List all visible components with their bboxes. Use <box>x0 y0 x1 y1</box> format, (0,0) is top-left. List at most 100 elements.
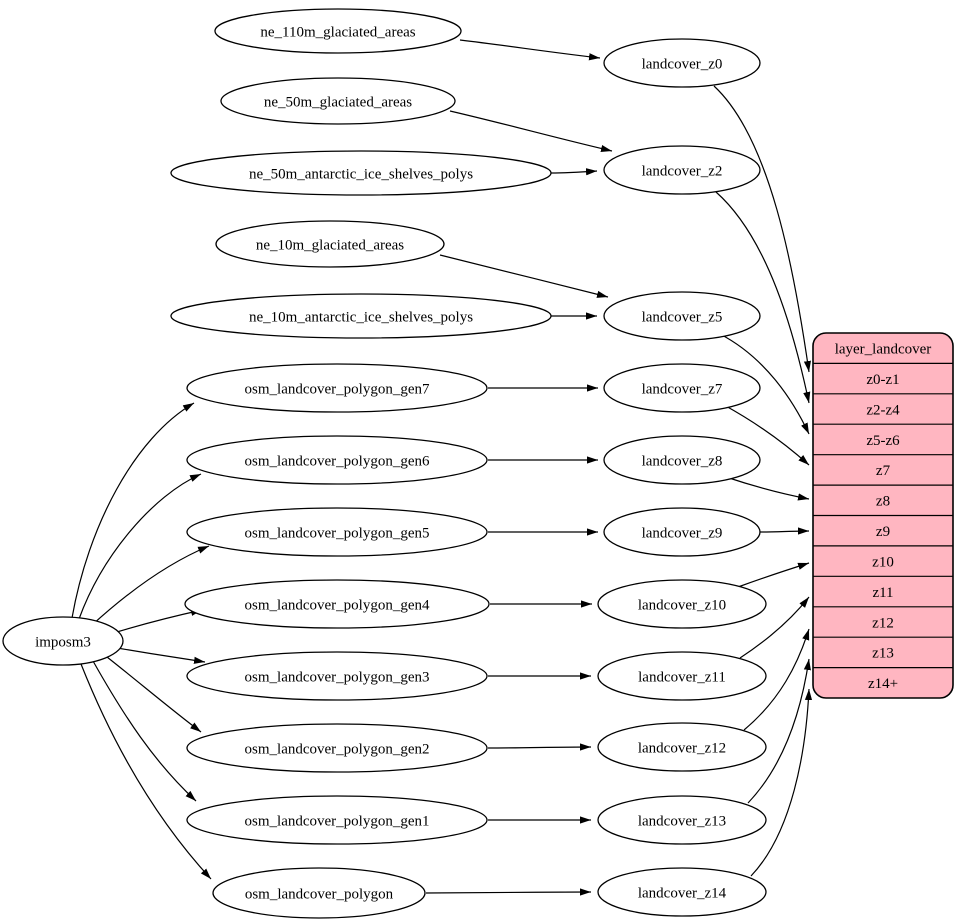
node-imposm3-shape <box>2 616 124 666</box>
edge-landcover_z12-layer_landcover-z12 <box>743 628 810 731</box>
node-landcover_z0: landcover_z0 <box>603 38 761 88</box>
node-ne_110m_glaciated_areas-shape <box>214 8 462 54</box>
node-landcover_z11-label: landcover_z11 <box>638 669 726 685</box>
node-landcover_z0-label: landcover_z0 <box>642 56 723 72</box>
node-osm_landcover_polygon_gen1-shape <box>186 795 488 845</box>
record-row-z2-z4: z2-z4 <box>866 402 900 418</box>
record-row-z7: z7 <box>876 463 891 479</box>
node-ne_10m_antarctic_ice_shelves_polys: ne_10m_antarctic_ice_shelves_polys <box>170 293 552 339</box>
node-osm_landcover_polygon_gen7: osm_landcover_polygon_gen7 <box>186 363 488 413</box>
edge-landcover_z5-layer_landcover-z5-z6 <box>719 333 810 435</box>
node-osm_landcover_polygon_gen1: osm_landcover_polygon_gen1 <box>186 795 488 845</box>
node-landcover_z8-shape <box>603 435 761 485</box>
edge-landcover_z2-layer_landcover-z2-z4 <box>715 191 811 404</box>
record-row-z10: z10 <box>872 554 894 570</box>
node-landcover_z5: landcover_z5 <box>603 291 761 341</box>
node-landcover_z12-shape <box>597 722 767 772</box>
node-osm_landcover_polygon_gen1-label: osm_landcover_polygon_gen1 <box>245 813 430 829</box>
node-osm_landcover_polygon: osm_landcover_polygon <box>212 867 426 919</box>
record-layer_landcover: layer_landcover z0-z1 z2-z4 z5-z6 z7 z8 … <box>812 332 954 699</box>
record-row-z0-z1: z0-z1 <box>866 372 899 388</box>
edge-landcover_z13-layer_landcover-z13 <box>747 658 811 804</box>
node-landcover_z7-shape <box>603 363 761 413</box>
node-ne_110m_glaciated_areas-label: ne_110m_glaciated_areas <box>260 24 415 40</box>
edge-imposm3-osm_landcover_polygon <box>80 663 212 880</box>
node-osm_landcover_polygon_gen5-shape <box>186 507 488 557</box>
node-osm_landcover_polygon_gen7-label: osm_landcover_polygon_gen7 <box>245 381 430 397</box>
node-osm_landcover_polygon-label: osm_landcover_polygon <box>245 886 394 902</box>
edge-imposm3-osm_landcover_polygon_gen6 <box>78 473 202 620</box>
node-landcover_z13-label: landcover_z13 <box>638 813 726 829</box>
node-landcover_z2: landcover_z2 <box>603 145 761 195</box>
node-osm_landcover_polygon_gen3-shape <box>186 651 488 701</box>
node-osm_landcover_polygon_gen4-shape <box>184 579 490 629</box>
node-ne_10m_glaciated_areas: ne_10m_glaciated_areas <box>215 220 445 268</box>
node-landcover_z7: landcover_z7 <box>603 363 761 413</box>
node-osm_landcover_polygon_gen6: osm_landcover_polygon_gen6 <box>186 435 488 485</box>
node-ne_10m_antarctic_ice_shelves_polys-shape <box>170 293 552 339</box>
edge-osm_landcover_polygon_gen2-landcover_z12 <box>487 743 592 751</box>
node-landcover_z5-shape <box>603 291 761 341</box>
node-osm_landcover_polygon_gen2-shape <box>186 723 488 773</box>
record-title: layer_landcover <box>835 341 932 357</box>
node-osm_landcover_polygon_gen3-label: osm_landcover_polygon_gen3 <box>245 669 430 685</box>
node-osm_landcover_polygon_gen2: osm_landcover_polygon_gen2 <box>186 723 488 773</box>
edge-osm_landcover_polygon-landcover_z14 <box>425 888 592 896</box>
node-landcover_z14-shape <box>597 867 767 917</box>
node-landcover_z9: landcover_z9 <box>603 507 761 557</box>
node-ne_10m_antarctic_ice_shelves_polys-label: ne_10m_antarctic_ice_shelves_polys <box>249 309 473 325</box>
node-osm_landcover_polygon_gen4-label: osm_landcover_polygon_gen4 <box>245 597 430 613</box>
edge-landcover_z7-layer_landcover-z7 <box>723 404 810 466</box>
node-landcover_z11: landcover_z11 <box>597 651 767 701</box>
node-osm_landcover_polygon_gen7-shape <box>186 363 488 413</box>
node-ne_50m_antarctic_ice_shelves_polys-shape <box>170 150 552 196</box>
edge-imposm3-osm_landcover_polygon_gen2 <box>106 656 202 733</box>
node-landcover_z10-shape <box>597 579 767 629</box>
node-ne_50m_glaciated_areas-shape <box>220 77 456 125</box>
node-ne_10m_glaciated_areas-shape <box>215 220 445 268</box>
node-landcover_z2-shape <box>603 145 761 195</box>
edge-group <box>71 39 813 896</box>
node-osm_landcover_polygon_gen5-label: osm_landcover_polygon_gen5 <box>245 525 430 541</box>
node-osm_landcover_polygon_gen4: osm_landcover_polygon_gen4 <box>184 579 490 629</box>
record-row-z5-z6: z5-z6 <box>866 433 900 449</box>
edge-imposm3-osm_landcover_polygon_gen4 <box>109 608 203 635</box>
node-landcover_z9-shape <box>603 507 761 557</box>
record-row-z13: z13 <box>872 646 894 662</box>
node-landcover_z12-label: landcover_z12 <box>638 740 726 756</box>
node-ne_50m_glaciated_areas: ne_50m_glaciated_areas <box>220 77 456 125</box>
node-landcover_z9-label: landcover_z9 <box>642 525 723 541</box>
node-osm_landcover_polygon_gen2-label: osm_landcover_polygon_gen2 <box>245 741 430 757</box>
node-ne_10m_glaciated_areas-label: ne_10m_glaciated_areas <box>256 237 404 253</box>
edge-imposm3-osm_landcover_polygon_gen1 <box>92 660 197 802</box>
node-ne_50m_antarctic_ice_shelves_polys-label: ne_50m_antarctic_ice_shelves_polys <box>249 166 473 182</box>
edge-landcover_z9-layer_landcover-z9 <box>759 527 810 535</box>
node-osm_landcover_polygon_gen3: osm_landcover_polygon_gen3 <box>186 651 488 701</box>
edge-imposm3-osm_landcover_polygon_gen5 <box>90 545 210 627</box>
node-landcover_z2-label: landcover_z2 <box>642 163 723 179</box>
node-landcover_z11-shape <box>597 651 767 701</box>
edge-landcover_z8-layer_landcover-z8 <box>725 476 810 501</box>
record-row-z9: z9 <box>876 524 890 540</box>
node-landcover_z8: landcover_z8 <box>603 435 761 485</box>
edge-ne_50m_antarctic_ice_shelves_polys-landcover_z2 <box>550 168 598 176</box>
node-landcover_z10: landcover_z10 <box>597 579 767 629</box>
node-imposm3-label: imposm3 <box>35 634 91 650</box>
node-landcover_z14: landcover_z14 <box>597 867 767 917</box>
node-landcover_z14-label: landcover_z14 <box>638 885 727 901</box>
record-row-z11: z11 <box>872 585 893 601</box>
record-row-z12: z12 <box>872 615 894 631</box>
node-osm_landcover_polygon_gen6-label: osm_landcover_polygon_gen6 <box>245 453 430 469</box>
node-landcover_z0-shape <box>603 38 761 88</box>
node-landcover_z10-label: landcover_z10 <box>638 597 726 613</box>
node-landcover_z8-label: landcover_z8 <box>642 453 723 469</box>
edge-landcover_z11-layer_landcover-z11 <box>739 596 810 659</box>
node-osm_landcover_polygon-shape <box>212 867 426 919</box>
edge-ne_10m_glaciated_areas-landcover_z5 <box>439 254 609 298</box>
node-imposm3: imposm3 <box>2 616 124 666</box>
edge-ne_110m_glaciated_areas-landcover_z0 <box>459 39 601 61</box>
node-ne_110m_glaciated_areas: ne_110m_glaciated_areas <box>214 8 462 54</box>
record-row-z14plus: z14+ <box>868 676 898 692</box>
edge-landcover_z10-layer_landcover-z10 <box>737 562 810 588</box>
